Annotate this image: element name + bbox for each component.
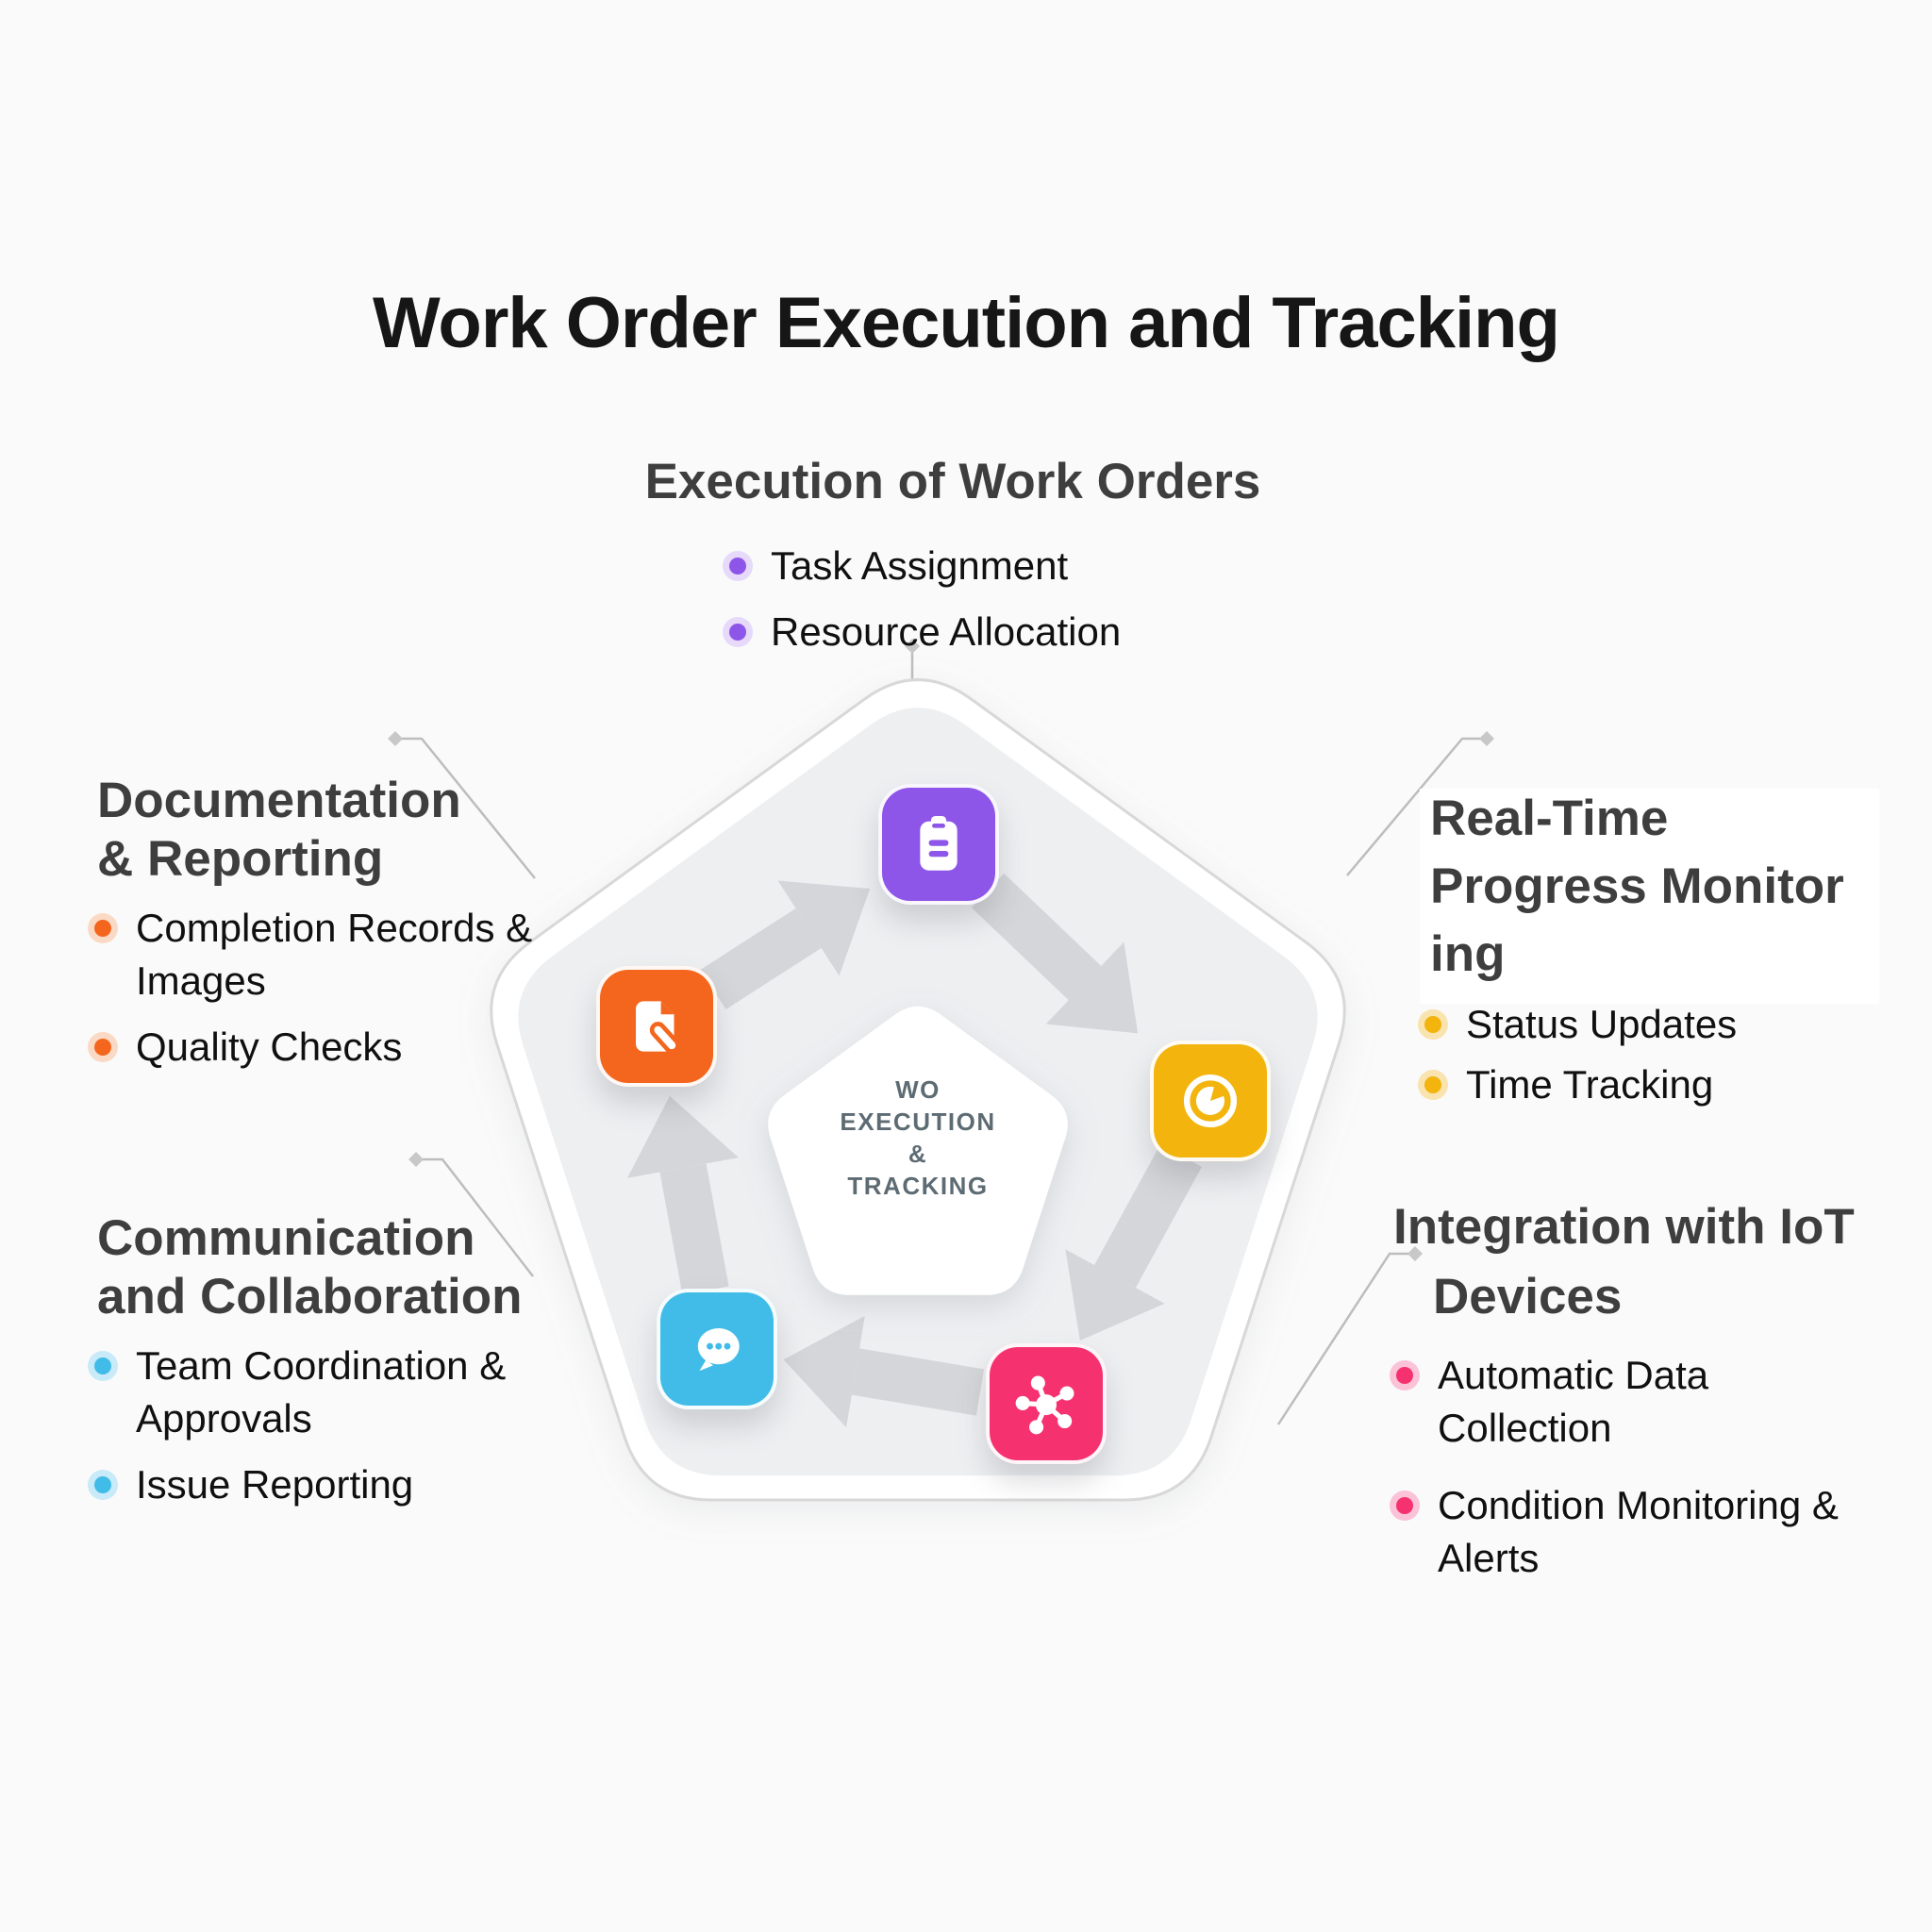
timer-pie-icon (1183, 1074, 1238, 1128)
bullet-dot (94, 1357, 111, 1374)
connector-diamonds (388, 639, 1494, 1261)
arrow-iot-to-communication (783, 1315, 985, 1428)
bullet-label: Team Coordination & (136, 1343, 507, 1388)
chat-icon (697, 1328, 740, 1372)
title-line: ing (1430, 926, 1506, 982)
clipboard-icon (920, 815, 958, 871)
connector-right (1346, 737, 1482, 876)
arrow-monitoring-to-iot (1065, 1144, 1202, 1341)
title-line: Progress Monitor (1430, 858, 1844, 914)
bullet-label: Issue Reporting (136, 1462, 414, 1507)
list-item: Resource Allocation (723, 606, 1121, 658)
bullet-dot (729, 624, 746, 641)
bullet-label: Resource Allocation (771, 609, 1122, 654)
iot-node (986, 1343, 1107, 1464)
bullet-dot (1424, 1016, 1441, 1033)
list-item: Condition Monitoring & Alerts (1390, 1479, 1839, 1585)
communication-node (657, 1289, 777, 1409)
title-line: Communication (97, 1210, 475, 1266)
connector-bottom-left (421, 1158, 534, 1277)
bullet-dot (729, 558, 746, 575)
section-iot-title: Integration with IoT Devices (1393, 1192, 1855, 1332)
bullet-label: Collection (1438, 1406, 1612, 1450)
diamond-bottom-left (408, 1152, 424, 1167)
diamond-left (388, 731, 403, 746)
bullet-label: Approvals (136, 1396, 312, 1441)
bullet-label: Automatic Data (1438, 1353, 1709, 1397)
title-line: & Reporting (97, 831, 384, 887)
bullet-label: Task Assignment (771, 543, 1069, 588)
diamond-right (1479, 731, 1494, 746)
bullet-label: Time Tracking (1466, 1062, 1714, 1107)
section-iot-bullets: Automatic Data Collection Condition Moni… (1390, 1349, 1839, 1609)
bullet-label: Images (136, 958, 266, 1003)
list-item: Quality Checks (88, 1021, 532, 1074)
section-execution-bullets: Task Assignment Resource Allocation (723, 540, 1121, 672)
bullet-dot (94, 1039, 111, 1056)
list-item: Task Assignment (723, 540, 1121, 592)
section-monitoring-bullets: Status Updates Time Tracking (1418, 998, 1737, 1119)
bullet-label: Alerts (1438, 1536, 1540, 1580)
title-line: Documentation (97, 773, 461, 828)
connector-left (400, 737, 536, 879)
section-execution-title: Execution of Work Orders (623, 455, 1283, 509)
title-line: and Collaboration (97, 1269, 523, 1324)
arrow-documentation-to-execution (700, 880, 871, 1010)
monitoring-node (1150, 1041, 1271, 1161)
list-item: Completion Records & Images (88, 902, 532, 1008)
bullet-dot (1396, 1497, 1413, 1514)
bullet-dot (1424, 1076, 1441, 1093)
center-label: WO EXECUTION & TRACKING (767, 1074, 1069, 1202)
list-item: Automatic Data Collection (1390, 1349, 1839, 1455)
center-label-line: & (908, 1140, 928, 1168)
center-label-line: TRACKING (847, 1172, 989, 1200)
arrow-execution-to-monitoring (971, 873, 1139, 1034)
connector-lines (400, 653, 1482, 1425)
list-item: Time Tracking (1418, 1058, 1737, 1111)
center-pentagon (768, 1006, 1068, 1295)
documentation-node (596, 966, 717, 1087)
center-label-line: WO (895, 1075, 941, 1104)
arrow-communication-to-documentation (626, 1095, 740, 1295)
center-label-line: EXECUTION (840, 1108, 996, 1136)
diamond-bottom-right (1407, 1246, 1423, 1261)
bullet-dot (1396, 1367, 1413, 1384)
section-communication-title: Communication and Collaboration (97, 1209, 523, 1326)
title-line: Execution of Work Orders (644, 454, 1261, 509)
bullet-label: Quality Checks (136, 1024, 403, 1069)
section-communication-bullets: Team Coordination & Approvals Issue Repo… (88, 1340, 506, 1524)
section-monitoring-title: Real-Time Progress Monitor ing (1430, 785, 1844, 989)
section-documentation-bullets: Completion Records & Images Quality Chec… (88, 902, 532, 1087)
list-item: Team Coordination & Approvals (88, 1340, 506, 1445)
list-item: Issue Reporting (88, 1458, 506, 1511)
title-line: Real-Time (1430, 791, 1669, 846)
document-pen-icon (636, 1001, 680, 1054)
connector-bottom-right (1276, 1252, 1410, 1425)
bullet-dot (94, 920, 111, 937)
iot-hub-icon (1015, 1375, 1074, 1435)
cycle-arrows (626, 873, 1202, 1428)
bullet-dot (94, 1476, 111, 1493)
title-line: Integration with IoT (1393, 1199, 1855, 1255)
list-item: Status Updates (1418, 998, 1737, 1051)
diamond-top (905, 639, 920, 654)
execution-node (878, 784, 999, 905)
bullet-label: Status Updates (1466, 1002, 1738, 1046)
title-line: Devices (1433, 1269, 1623, 1324)
bullet-label: Completion Records & (136, 906, 533, 950)
page-title: Work Order Execution and Tracking (373, 282, 1560, 363)
bullet-label: Condition Monitoring & (1438, 1483, 1839, 1527)
right-heading-background (1420, 789, 1879, 1004)
section-documentation-title: Documentation & Reporting (97, 772, 461, 889)
